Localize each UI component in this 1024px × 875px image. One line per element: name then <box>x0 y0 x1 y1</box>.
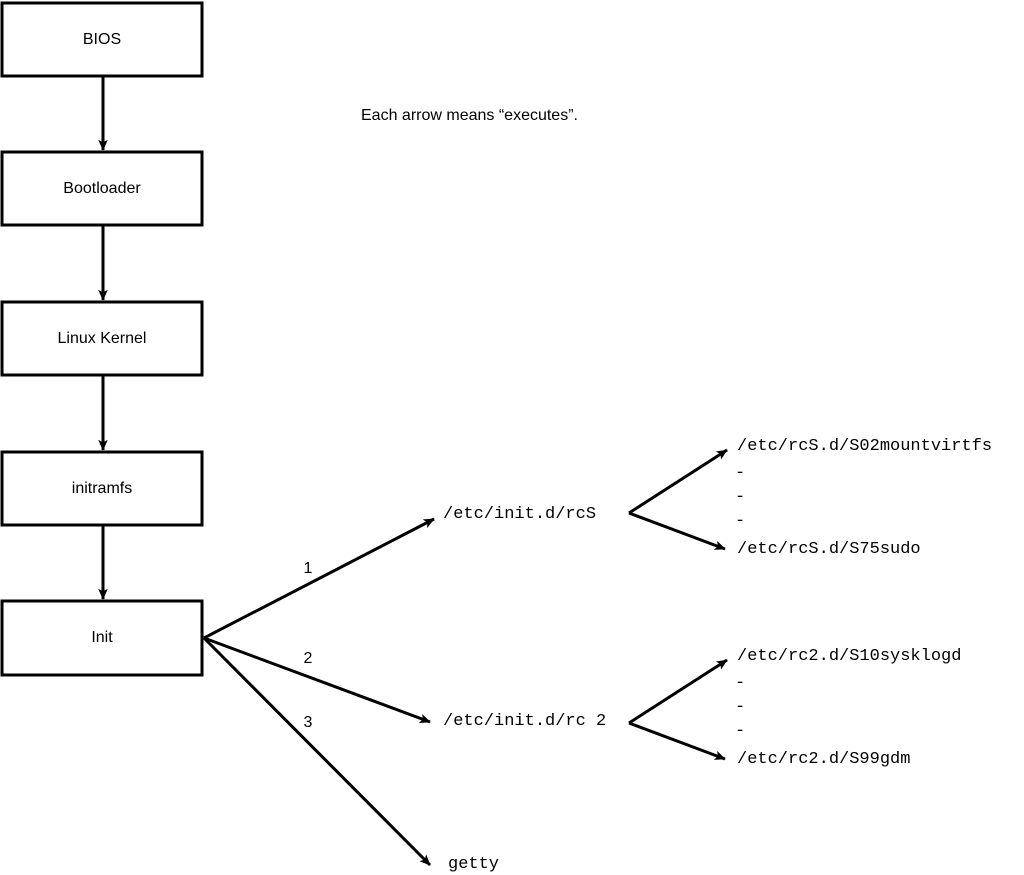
node-linux-kernel-label: Linux Kernel <box>58 330 147 347</box>
node-bios[interactable]: BIOS <box>0 1 204 78</box>
arrow-init-to-rc2 <box>203 636 431 724</box>
node-bios-rect <box>0 1 204 78</box>
arrow-init-to-rcS <box>203 517 435 640</box>
label-rc2-first-script: /etc/rc2.d/S10sysklogd <box>737 647 961 666</box>
rc2-ellipsis-dash-3: - <box>735 722 745 741</box>
rcS-ellipsis-dash-1: - <box>735 464 745 483</box>
edge-number-1: 1 <box>304 560 313 577</box>
label-rcS-last-script: /etc/rcS.d/S75sudo <box>737 540 921 559</box>
arrow-rcS-to-last-script <box>628 511 726 551</box>
node-init[interactable]: Init <box>0 599 204 677</box>
node-bootloader-label: Bootloader <box>63 180 141 197</box>
node-init-label: Init <box>91 629 113 646</box>
label-rc2-last-script: /etc/rc2.d/S99gdm <box>737 750 910 769</box>
node-initramfs-rect <box>0 450 204 527</box>
rc2-ellipsis-dash-2: - <box>735 698 745 717</box>
rcS-ellipsis-dash-2: - <box>735 488 745 507</box>
diagram-note: Each arrow means “executes”. <box>361 107 578 124</box>
node-init-rect <box>0 599 204 677</box>
node-linux-kernel[interactable]: Linux Kernel <box>0 300 204 377</box>
arrow-rc2-to-first-script <box>628 658 728 725</box>
node-bios-label: BIOS <box>83 31 121 48</box>
rc2-ellipsis-dash-1: - <box>735 674 745 693</box>
node-initramfs[interactable]: initramfs <box>0 450 204 527</box>
edge-number-3: 3 <box>304 714 313 731</box>
node-initramfs-label: initramfs <box>72 480 132 497</box>
label-rcS-first-script: /etc/rcS.d/S02mountvirtfs <box>737 437 992 456</box>
node-etc-init-d-rc-2[interactable]: /etc/init.d/rc 2 <box>443 712 606 731</box>
rcS-ellipsis-dash-3: - <box>735 512 745 531</box>
arrow-init-to-getty <box>202 636 432 867</box>
node-bootloader-rect <box>0 150 204 227</box>
arrow-rcS-to-first-script <box>628 448 728 515</box>
arrow-rc2-to-last-script <box>628 721 726 761</box>
node-bootloader[interactable]: Bootloader <box>0 150 204 227</box>
node-getty[interactable]: getty <box>448 855 499 874</box>
node-etc-init-d-rcS[interactable]: /etc/init.d/rcS <box>443 505 596 524</box>
edge-number-2: 2 <box>304 650 313 667</box>
